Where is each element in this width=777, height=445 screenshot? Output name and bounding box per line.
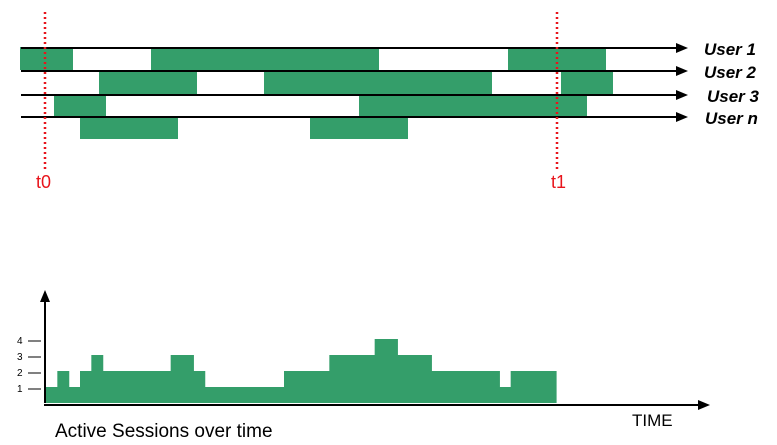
step-bar: [170, 355, 183, 403]
arrowhead: [676, 90, 688, 100]
step-bar: [136, 371, 149, 403]
step-bar: [386, 339, 398, 403]
step-bar: [533, 371, 546, 403]
step-bar: [295, 371, 308, 403]
step-bar: [363, 355, 376, 403]
step-bar: [250, 387, 262, 403]
x-axis-arrowhead: [698, 400, 710, 410]
y-tick-label: 1: [17, 384, 23, 395]
arrowhead: [676, 66, 688, 76]
step-bar: [125, 371, 138, 403]
session-bar-user-2: [561, 71, 613, 94]
step-bar: [272, 387, 285, 403]
step-bar: [91, 355, 104, 403]
step-bar: [148, 371, 160, 403]
user-label: User n: [705, 109, 758, 128]
step-bar: [488, 371, 500, 403]
session-bar-user-2: [264, 71, 492, 94]
step-bar: [306, 371, 319, 403]
x-axis-title: TIME: [632, 411, 673, 430]
session-bars: [20, 47, 613, 139]
step-bar: [204, 387, 217, 403]
time-markers: t0 t1: [36, 12, 566, 192]
step-bar: [329, 355, 342, 403]
step-bar: [431, 371, 444, 403]
arrowhead: [676, 112, 688, 122]
step-bar: [46, 387, 58, 403]
user-lines: [21, 43, 688, 122]
session-bar-user-1: [151, 47, 379, 70]
step-bar: [68, 387, 81, 403]
step-bar: [216, 387, 228, 403]
active-sessions-chart: 1 2 3 4 TIME Active Sessions over time: [17, 290, 710, 442]
step-bar: [193, 371, 206, 403]
step-bar: [420, 355, 432, 403]
step-bar: [397, 355, 410, 403]
session-timeline: User 1 User 2 User 3 User n t0 t1: [20, 12, 760, 192]
user-label: User 1: [704, 40, 756, 59]
step-bar: [182, 355, 194, 403]
session-bar-user-n: [80, 117, 178, 139]
step-bar: [544, 371, 557, 403]
session-bar-user-3: [54, 94, 106, 117]
step-bar: [227, 387, 240, 403]
step-bar: [318, 371, 330, 403]
session-bar-user-3: [359, 94, 587, 117]
marker-label-t1: t1: [551, 172, 566, 192]
session-bar-user-1: [20, 47, 73, 70]
y-axis-arrowhead: [40, 290, 50, 302]
session-bar-user-2: [99, 71, 197, 94]
marker-label-t0: t0: [36, 172, 51, 192]
step-bar: [510, 371, 523, 403]
session-bar-user-n: [310, 117, 408, 139]
step-bar: [499, 387, 512, 403]
y-ticks: 1 2 3 4: [17, 336, 41, 395]
user-label: User 3: [707, 87, 760, 106]
step-bar: [261, 387, 274, 403]
step-bar: [57, 371, 70, 403]
step-bar: [442, 371, 455, 403]
step-bar: [465, 371, 478, 403]
step-bar: [408, 355, 421, 403]
user-label: User 2: [704, 63, 757, 82]
step-bar: [159, 371, 172, 403]
step-bars: [46, 339, 557, 403]
step-bar: [238, 387, 251, 403]
step-bar: [352, 355, 364, 403]
step-bar: [476, 371, 489, 403]
y-tick-label: 4: [17, 336, 23, 347]
step-bar: [284, 371, 296, 403]
arrowhead: [676, 43, 688, 53]
step-bar: [522, 371, 534, 403]
step-bar: [454, 371, 466, 403]
step-bar: [340, 355, 353, 403]
chart-caption: Active Sessions over time: [55, 421, 273, 442]
step-bar: [374, 339, 387, 403]
y-tick-label: 3: [17, 352, 23, 363]
step-bar: [80, 371, 92, 403]
step-bar: [114, 371, 126, 403]
y-tick-label: 2: [17, 368, 23, 379]
step-bar: [102, 371, 115, 403]
